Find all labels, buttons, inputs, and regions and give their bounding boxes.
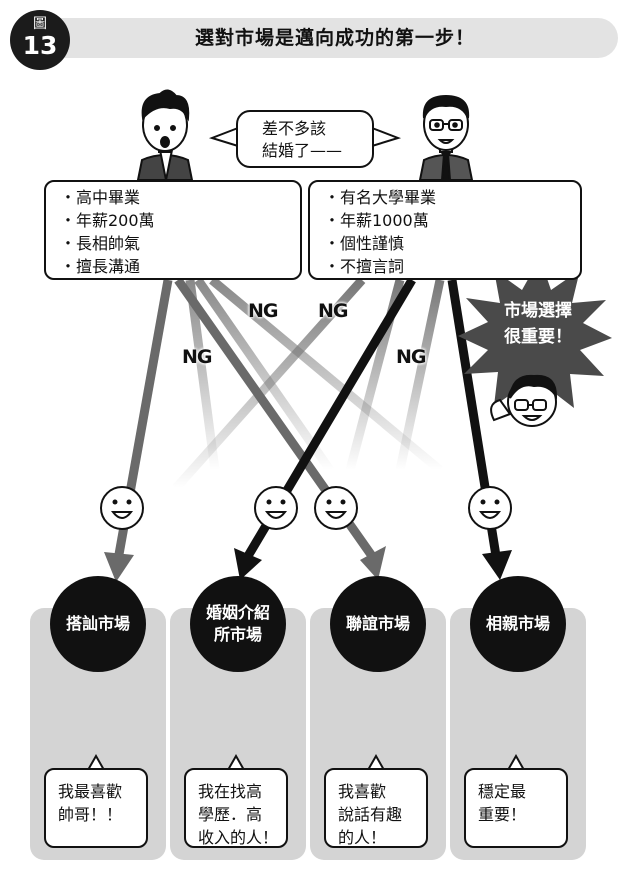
woman-speech: 穩定最 重要！ <box>464 768 568 848</box>
ng-label: NG <box>318 300 348 322</box>
ng-line <box>209 276 443 474</box>
attribute-item: ・長相帥氣 <box>60 234 141 253</box>
glasses-guide-icon <box>490 374 558 427</box>
smiley-faces <box>100 486 512 530</box>
arrow-head <box>360 546 386 580</box>
ng-label: NG <box>396 346 426 368</box>
arrow-head <box>234 548 262 580</box>
callout-line: 很重要！ <box>504 327 572 347</box>
attribute-item: ・高中畢業 <box>60 188 141 207</box>
ng-line <box>395 279 445 471</box>
attribute-item: ・年薪200萬 <box>60 211 155 230</box>
market-title: 聯誼市場 <box>330 576 426 672</box>
market-title: 婚姻介紹 所市場 <box>190 576 286 672</box>
ng-line <box>185 279 220 471</box>
woman-speech: 我最喜歡 帥哥！！ <box>44 768 148 848</box>
figure-label: 圖 <box>33 16 47 32</box>
attribute-item: ・年薪1000萬 <box>324 211 429 230</box>
speech-line: 結婚了—— <box>262 141 343 160</box>
market-title: 搭訕市場 <box>50 576 146 672</box>
figure-badge: 圖 13 <box>10 10 70 70</box>
ng-line <box>172 277 366 491</box>
bubble-tail-left <box>208 126 239 148</box>
market-title: 相親市場 <box>470 576 566 672</box>
speech-line: 差不多該 <box>262 119 327 138</box>
smiley-icon <box>468 486 512 530</box>
ng-label: NG <box>248 300 278 322</box>
callout-text: 市場選擇 很重要！ <box>488 298 588 350</box>
callout-line: 市場選擇 <box>504 301 572 321</box>
attribute-item: ・不擅言詞 <box>324 257 405 276</box>
men-speech-bubble: 差不多該 結婚了—— <box>236 110 374 168</box>
right-man-attributes: ・有名大學畢業 ・年薪1000萬 ・個性謹慎 ・不擅言詞 <box>308 180 582 280</box>
ng-label: NG <box>182 346 212 368</box>
ng-line <box>194 277 334 473</box>
attribute-item: ・有名大學畢業 <box>324 188 437 207</box>
smiley-icon <box>100 486 144 530</box>
title-bar <box>14 18 618 58</box>
man-left-icon <box>136 89 194 181</box>
arrow-head <box>482 550 512 580</box>
starburst-shape <box>458 258 612 420</box>
bubble-tail-right <box>371 126 402 148</box>
woman-speech: 我在找高 學歷．高 收入的人！ <box>184 768 288 848</box>
figure-number: 13 <box>22 31 58 60</box>
left-man-attributes: ・高中畢業 ・年薪200萬 ・長相帥氣 ・擅長溝通 <box>44 180 302 280</box>
smiley-icon <box>314 486 358 530</box>
attribute-item: ・個性謹慎 <box>324 234 405 253</box>
woman-speech: 我喜歡 說話有趣 的人！ <box>324 768 428 848</box>
page-title: 選對市場是邁向成功的第一步！ <box>194 27 475 49</box>
smiley-icon <box>254 486 298 530</box>
arrow-head <box>104 552 134 582</box>
attribute-item: ・擅長溝通 <box>60 257 141 276</box>
man-right-icon <box>418 94 474 181</box>
